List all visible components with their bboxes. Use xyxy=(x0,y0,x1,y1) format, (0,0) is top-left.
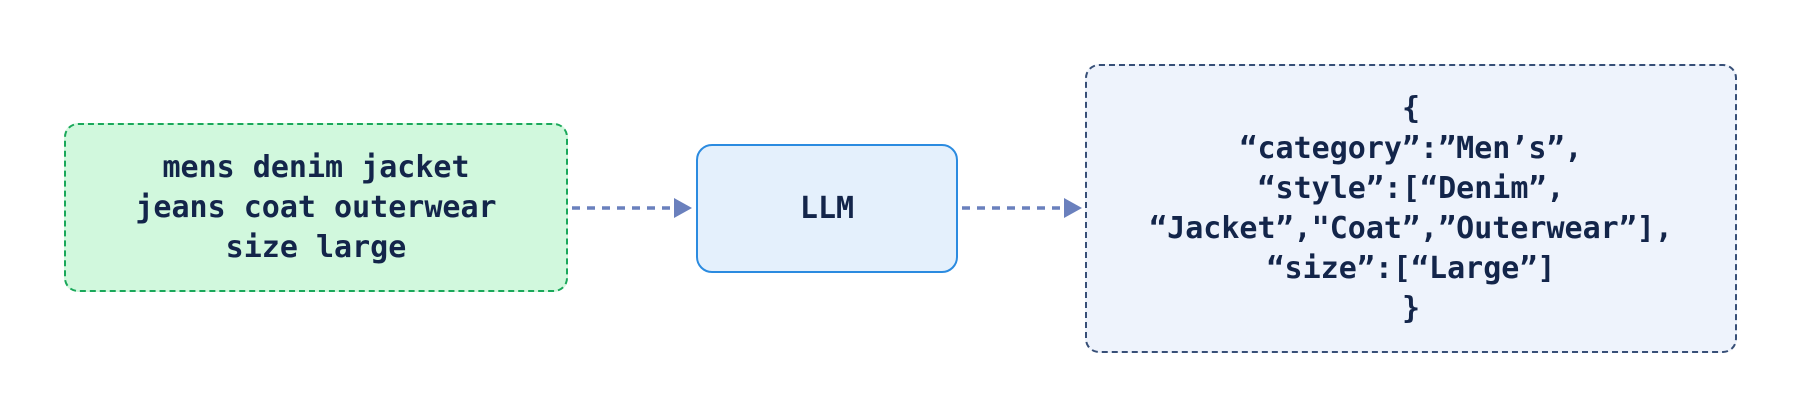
output-line: “style”:[“Denim”, xyxy=(1257,170,1565,206)
llm-node: LLM xyxy=(696,144,958,273)
arrow-input-to-llm-head xyxy=(674,198,692,218)
input-line: mens denim jacket xyxy=(162,149,470,185)
input-query-box: mens denim jacket jeans coat outerwear s… xyxy=(64,123,568,292)
output-line: “category”:”Men’s”, xyxy=(1239,130,1583,166)
output-line: “size”:[“Large”] xyxy=(1266,250,1556,286)
input-line: size large xyxy=(225,229,407,265)
arrow-llm-to-output xyxy=(962,198,1082,218)
input-line: jeans coat outerwear xyxy=(135,189,497,225)
structured-output-box: { “category”:”Men’s”, “style”:[“Denim”, … xyxy=(1085,64,1737,353)
output-line: { xyxy=(1401,90,1421,126)
arrow-input-to-llm xyxy=(572,198,692,218)
output-line: “Jacket”,"Coat”,”Outerwear”], xyxy=(1149,210,1673,246)
structured-output-text: { “category”:”Men’s”, “style”:[“Denim”, … xyxy=(1149,89,1673,329)
output-line: } xyxy=(1401,290,1421,326)
arrow-llm-to-output-head xyxy=(1064,198,1082,218)
input-query-text: mens denim jacket jeans coat outerwear s… xyxy=(135,148,496,268)
llm-label: LLM xyxy=(799,191,855,226)
